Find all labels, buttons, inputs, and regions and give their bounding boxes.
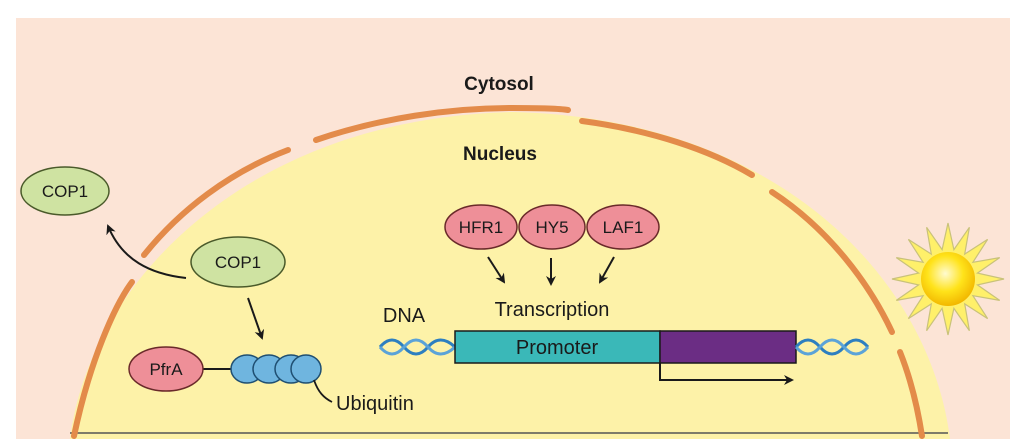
promoter-label: Promoter — [516, 337, 599, 359]
ubiquitin-pointer — [313, 379, 333, 403]
hy5-label: HY5 — [535, 218, 568, 237]
cop1-to-pfra-arrow — [247, 297, 265, 340]
transcription-start-arrow — [659, 363, 794, 385]
sun-icon — [891, 222, 1005, 336]
cop1-cytosol-label: COP1 — [42, 182, 88, 201]
envelope-segment — [769, 189, 895, 335]
dna-strand — [378, 338, 457, 356]
dna-strand — [794, 338, 870, 356]
coding-segment — [659, 330, 797, 364]
ubiquitin-label: Ubiquitin — [336, 393, 414, 415]
hfr1-arrow — [487, 256, 506, 284]
laf1-label: LAF1 — [603, 218, 644, 237]
cop1-nucleus-oval — [190, 236, 286, 288]
nuclear-envelope — [71, 104, 925, 439]
envelope-segment — [897, 349, 925, 439]
cop1-export-arrow — [106, 224, 187, 279]
sun-core — [921, 252, 975, 306]
laf1-oval — [586, 204, 660, 250]
envelope-segment — [579, 118, 755, 178]
nucleus-label: Nucleus — [463, 144, 537, 165]
envelope-segment — [71, 279, 135, 439]
pfra-oval — [128, 346, 204, 392]
ubiquitin-chain — [230, 354, 322, 384]
cop1-cytosol-oval — [20, 166, 110, 216]
pfra-label: PfrA — [149, 360, 183, 379]
envelope-segment — [141, 147, 291, 258]
dna-strand — [794, 338, 870, 356]
envelope-segment — [313, 104, 571, 143]
dna-strand — [378, 338, 457, 356]
laf1-arrow — [599, 256, 615, 284]
dna-label: DNA — [383, 305, 426, 327]
hfr1-label: HFR1 — [459, 218, 503, 237]
hfr1-oval — [444, 204, 518, 250]
hy5-oval — [518, 204, 586, 250]
cop1-nucleus-label: COP1 — [215, 253, 261, 272]
dna-helix-left — [378, 338, 457, 356]
promoter-segment — [454, 330, 661, 364]
cytosol-label: Cytosol — [464, 74, 534, 95]
dna-helix-right — [794, 338, 870, 356]
ubiquitin-bead — [290, 354, 322, 384]
transcription-label: Transcription — [495, 299, 610, 321]
